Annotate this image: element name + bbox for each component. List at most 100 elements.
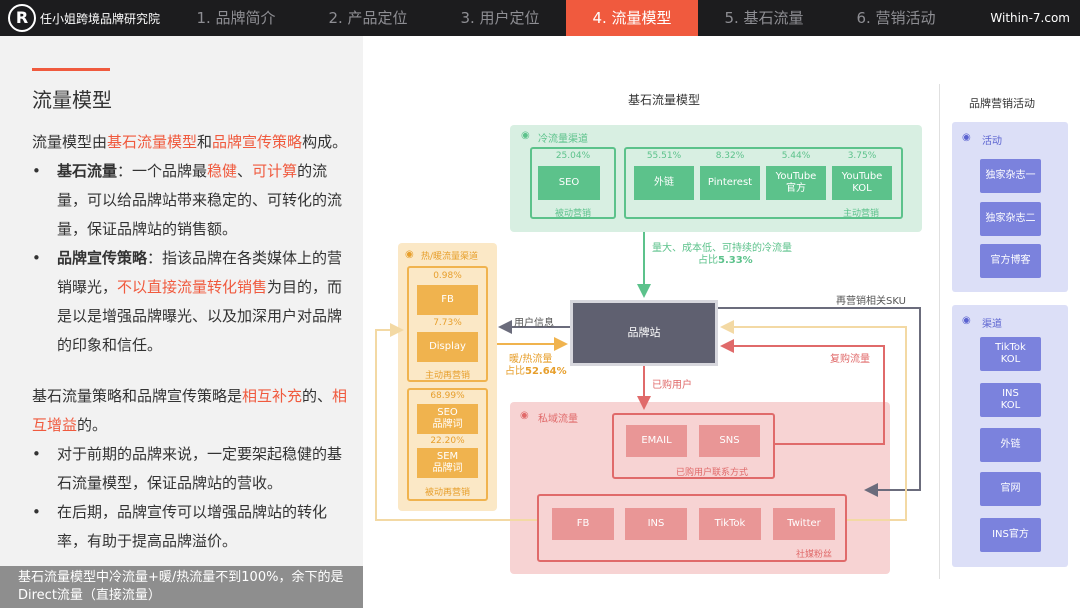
share-prefix: 占比 xyxy=(698,255,718,266)
intro-highlight: 基石流量模型 xyxy=(107,133,198,151)
tab-product-positioning[interactable]: 2. 产品定位 xyxy=(328,9,408,27)
tab-brand-intro[interactable]: 1. 品牌简介 xyxy=(196,9,276,27)
bullet-dot: • xyxy=(32,249,41,267)
share-value: 5.33% xyxy=(718,255,753,266)
activity-icon: ◉ xyxy=(962,132,971,143)
brand-name: 任小姐跨境品牌研究院 xyxy=(40,12,161,26)
bullet-highlight: 可计算 xyxy=(252,162,298,180)
outlink-pct: 55.51% xyxy=(646,151,682,161)
seo-node: SEO xyxy=(538,166,600,200)
channel-icon: ◉ xyxy=(962,315,971,326)
summary-highlight: 相互补充 xyxy=(242,387,303,405)
intro-highlight: 品牌宣传策略 xyxy=(212,133,303,151)
bullet-text: 对于前期的品牌来说，一定要架起稳健的基石流量模型，保证品牌站的营收。 xyxy=(57,445,343,492)
sns-node: SNS xyxy=(699,425,760,457)
private-traffic-icon: ◉ xyxy=(520,410,529,421)
intro-part: 流量模型由 xyxy=(32,133,108,151)
channel-ins-kol: INS KOL xyxy=(980,383,1041,417)
passive-marketing-caption: 被动营销 xyxy=(554,209,591,219)
side-divider xyxy=(939,84,940,579)
side-title: 品牌营销活动 xyxy=(969,97,1035,110)
sem-brand-node: SEM 品牌词 xyxy=(417,448,478,478)
bullet-text: 为目的，而是以是增强品牌曝光、以及加深用户对品牌的印象和信任。 xyxy=(57,278,343,354)
bullet-head: 品牌宣传策略 xyxy=(57,249,148,267)
ins-social-node: INS xyxy=(625,508,687,540)
private-traffic-label: 私域流量 xyxy=(538,414,578,425)
intro-part: 和 xyxy=(197,133,213,151)
panel-title: 流量模型 xyxy=(32,88,112,112)
display-pct: 7.73% xyxy=(433,318,462,328)
pinterest-node: Pinterest xyxy=(700,166,760,200)
summary-part: 的、 xyxy=(302,387,333,405)
diagram-title: 基石流量模型 xyxy=(628,93,701,107)
share-value: 52.64% xyxy=(525,366,567,377)
tab-user-positioning[interactable]: 3. 用户定位 xyxy=(460,9,540,27)
bullet-dot: • xyxy=(32,162,41,180)
youtube-official-pct: 5.44% xyxy=(781,151,811,161)
fb-pct: 0.98% xyxy=(433,271,462,281)
active-marketing-group xyxy=(624,147,903,219)
activity-label: 活动 xyxy=(982,136,1002,147)
fb-node: FB xyxy=(417,285,478,315)
brand-site-hub: 品牌站 xyxy=(570,300,718,366)
top-nav: R 任小姐跨境品牌研究院 1. 品牌简介 2. 产品定位 3. 用户定位 4. … xyxy=(0,0,1080,36)
active-marketing-caption: 主动营销 xyxy=(842,209,879,219)
intro-text: 流量模型由基石流量模型和品牌宣传策略构成。 xyxy=(32,128,347,157)
passive-marketing-group xyxy=(530,147,616,219)
bullet-text: 在后期，品牌宣传可以增强品牌站的转化率，有助于提高品牌溢价。 xyxy=(57,503,328,550)
warm-channel-label: 热/暖流量渠道 xyxy=(421,252,479,262)
warm-flow-share: 占比52.64% xyxy=(505,362,567,377)
bullet-dot: • xyxy=(32,503,41,521)
seo-brand-node: SEO 品牌词 xyxy=(417,404,478,434)
channel-outlink: 外链 xyxy=(980,428,1041,462)
summary-part: 基石流量策略和品牌宣传策略是 xyxy=(32,387,243,405)
youtube-official-node: YouTube 官方 xyxy=(766,166,826,200)
tab-traffic-model[interactable]: 4. 流量模型 xyxy=(566,0,698,36)
summary-text: 基石流量策略和品牌宣传策略是相互补充的、相互增益的。 xyxy=(32,382,352,440)
tab-marketing-activities[interactable]: 6. 营销活动 xyxy=(856,9,936,27)
cold-channel-label: 冷流量渠道 xyxy=(538,134,588,145)
intro-part: 构成。 xyxy=(302,133,348,151)
bullet-highlight: 不以直接流量转化销售 xyxy=(117,278,268,296)
summary-part: 的。 xyxy=(77,416,108,434)
social-fans-group xyxy=(537,494,847,562)
purchased-user-label: 已购用户 xyxy=(652,380,692,391)
bullet-text: ：指该品牌在各类媒体上的营销曝光， xyxy=(57,249,343,296)
cold-channel-icon: ◉ xyxy=(521,130,530,141)
activity-magazine-one: 独家杂志一 xyxy=(980,159,1041,193)
cold-flow-label: 量大、成本低、可持续的冷流量 xyxy=(652,243,792,254)
text-panel: 流量模型 流量模型由基石流量模型和品牌宣传策略构成。 • 基石流量：一个品牌最稳… xyxy=(0,36,363,608)
fb-social-node: FB xyxy=(552,508,614,540)
email-node: EMAIL xyxy=(626,425,687,457)
bullet-text: 、 xyxy=(237,162,253,180)
passive-remarketing-caption: 被动再营销 xyxy=(424,488,470,498)
tab-cornerstone-traffic[interactable]: 5. 基石流量 xyxy=(724,9,804,27)
outlink-node: 外链 xyxy=(634,166,694,200)
youtube-kol-node: YouTube KOL xyxy=(832,166,892,200)
brand-logo: R xyxy=(8,4,36,32)
active-remarketing-caption: 主动再营销 xyxy=(424,371,470,381)
channel-tiktok-kol: TikTok KOL xyxy=(980,337,1041,371)
site-url[interactable]: Within-7.com xyxy=(990,11,1070,25)
pinterest-pct: 8.32% xyxy=(715,151,745,161)
user-info-label: 用户信息 xyxy=(514,318,554,329)
share-prefix: 占比 xyxy=(505,366,525,377)
channel-label: 渠道 xyxy=(982,319,1002,330)
summary-highlight: 相互增益 xyxy=(32,387,348,434)
sem-brand-pct: 22.20% xyxy=(430,436,465,446)
display-node: Display xyxy=(417,332,478,362)
seo-pct: 25.04% xyxy=(555,151,591,161)
buyer-contact-caption: 已购用户联系方式 xyxy=(675,468,748,478)
remarketing-sku-label: 再营销相关SKU xyxy=(836,296,906,307)
bullet-head: 基石流量 xyxy=(57,162,118,180)
tiktok-social-node: TikTok xyxy=(699,508,761,540)
channel-official-site: 官网 xyxy=(980,472,1041,506)
twitter-social-node: Twitter xyxy=(773,508,835,540)
warm-flow-label: 暖/热流量 xyxy=(509,354,553,365)
seo-brand-pct: 68.99% xyxy=(430,391,465,401)
footer-note: 基石流量模型中冷流量+暖/热流量不到100%，余下的是Direct流量（直接流量… xyxy=(0,566,363,608)
bullet-text: 的流量，可以给品牌站带来稳定的、可转化的流量，保证品牌站的销售额。 xyxy=(57,162,343,238)
title-accent-bar xyxy=(32,68,110,71)
activity-official-blog: 官方博客 xyxy=(980,244,1041,278)
